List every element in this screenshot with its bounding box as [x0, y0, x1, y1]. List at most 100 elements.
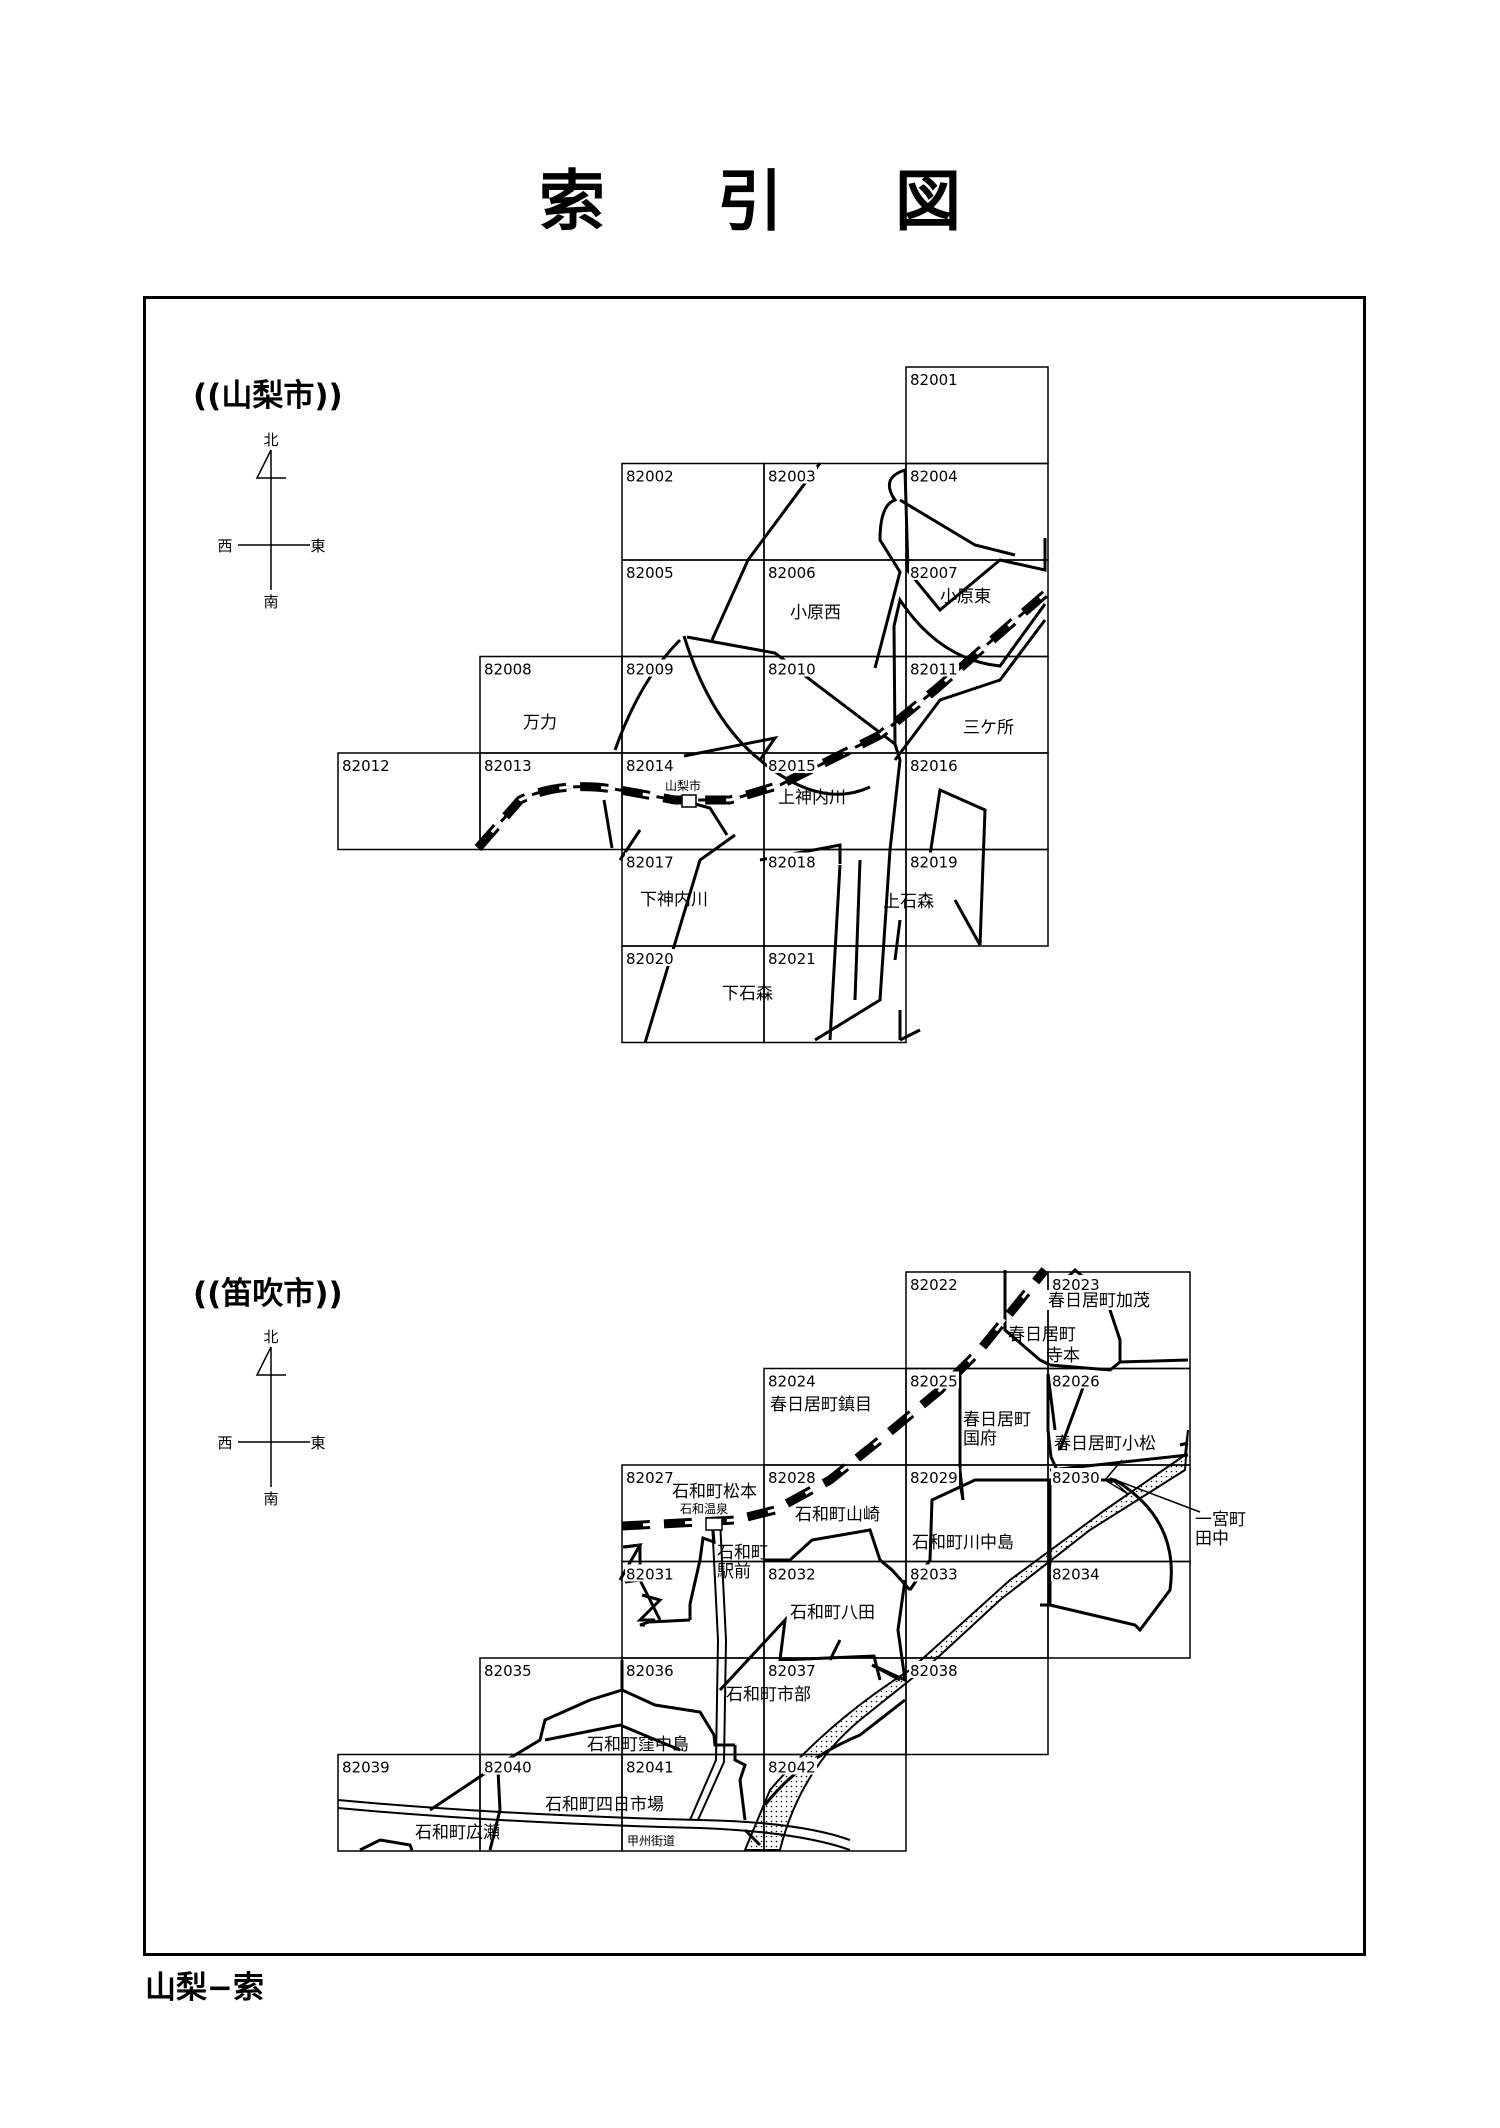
grid-cell-code-bg	[625, 466, 675, 484]
river-fuefuki	[743, 1429, 1189, 1851]
grid-cell-code: 82040	[484, 1759, 532, 1777]
grid-cell-code: 82007	[910, 564, 958, 582]
grid-cell-code-bg	[767, 1468, 817, 1485]
grid-cell-code-bg	[483, 756, 533, 773]
map-frame	[143, 296, 1366, 1956]
grid-cell-code: 82027	[626, 1469, 674, 1487]
grid-cell[interactable]	[763, 945, 907, 1044]
railway-line-inner	[476, 592, 1046, 849]
grid-cell-code: 82038	[910, 1662, 958, 1680]
grid-cell-code: 82021	[768, 950, 816, 968]
title-char: 引	[717, 163, 783, 240]
grid-cell-code-bg	[625, 1661, 675, 1678]
compass-rose: 北 南 西 東	[217, 431, 325, 611]
place-label: 駅前	[717, 1562, 751, 1582]
grid-cell-code: 82032	[768, 1566, 816, 1584]
place-label: 甲州街道	[627, 1834, 675, 1848]
grid-cell-code: 82041	[626, 1759, 674, 1777]
compass-south: 南	[263, 593, 278, 611]
grid-cell-code-bg	[625, 852, 675, 870]
railway-line	[621, 1267, 1049, 1531]
place-label: 石和町八田	[790, 1603, 875, 1623]
grid-cell-code-bg	[909, 659, 959, 677]
grid-cell-code: 82026	[1052, 1373, 1100, 1391]
grid-cell-code-bg	[767, 466, 817, 484]
place-label: 石和町市部	[726, 1685, 811, 1705]
grid-cell-code-bg	[909, 370, 959, 387]
grid-cell-code: 82037	[768, 1662, 816, 1680]
road-koshu-kaido	[337, 1799, 851, 1841]
grid-cell-code-bg	[909, 563, 959, 580]
compass-north: 北	[263, 1328, 278, 1346]
grid-cell-code-bg	[767, 659, 817, 677]
grid-cell-code-bg	[909, 1468, 959, 1485]
grid-cell[interactable]	[905, 1657, 1049, 1756]
compass-west: 西	[217, 537, 232, 555]
place-label: 石和町川中島	[912, 1533, 1014, 1553]
place-label: 万力	[523, 713, 557, 733]
place-label: 小原東	[940, 587, 991, 607]
page-title: 索引図	[0, 148, 1500, 244]
grid-cell[interactable]	[905, 848, 1049, 947]
place-label: 寺本	[1046, 1346, 1080, 1366]
grid-cell[interactable]	[763, 1753, 907, 1852]
grid-cell-code: 82005	[626, 564, 674, 582]
grid-cell-code-bg	[909, 1275, 959, 1292]
grid-cell-code-bg	[1051, 1371, 1101, 1389]
place-label: 春日居町小松	[1054, 1434, 1156, 1454]
grid-cell-code-bg	[625, 659, 675, 677]
grid-cell-code-bg	[1051, 1468, 1101, 1485]
place-label: 石和町四日市場	[545, 1795, 664, 1815]
grid-cell-code-bg	[767, 1661, 817, 1678]
grid-cell-code-bg	[625, 949, 675, 966]
grid-cell-code-bg	[767, 563, 817, 580]
compass-east: 東	[310, 537, 325, 555]
grid-cell[interactable]	[1047, 1560, 1191, 1659]
railway-line	[474, 590, 1048, 851]
grid-cell-code-bg	[625, 1564, 675, 1582]
grid-cell-code: 82006	[768, 564, 816, 582]
grid-cell-code: 82013	[484, 757, 532, 775]
road-vertical-edge	[697, 1519, 728, 1821]
grid-cell-code-bg	[909, 852, 959, 870]
grid-cell-code: 82012	[342, 757, 390, 775]
place-label: 三ケ所	[963, 718, 1014, 738]
railway-line-inner	[621, 1269, 1047, 1528]
grid-cell-code-bg	[767, 1757, 817, 1775]
grid-cell-code: 82003	[768, 468, 816, 486]
grid-cell-code: 82023	[1052, 1276, 1100, 1294]
grid-cell-code: 82019	[910, 854, 958, 872]
compass-rose: 北 南 西 東	[217, 1328, 325, 1508]
grid-cell-code: 82031	[626, 1566, 674, 1584]
place-label: 一宮町	[1195, 1510, 1246, 1530]
grid-cell-code: 82009	[626, 661, 674, 679]
place-label: 下神内川	[640, 890, 708, 910]
grid-cell-code-bg	[341, 756, 391, 773]
place-label: 山梨市	[665, 778, 701, 793]
grid-cell-code-bg	[909, 1564, 959, 1582]
grid-cell-code: 82004	[910, 468, 958, 486]
place-labels-yamanashi: 小原西 小原東 万力 三ケ所 山梨市 上神内川 下神内川 上石森 下石森	[523, 587, 1014, 1004]
grid-cell-code-bg	[767, 756, 817, 773]
grid-cell-code-bg	[909, 1371, 959, 1389]
title-char: 図	[895, 163, 961, 240]
place-label: 石和温泉	[680, 1502, 728, 1516]
place-label: 下石森	[722, 984, 773, 1004]
section-label-fuefuki: ((笛吹市))	[193, 1276, 343, 1312]
place-label: 石和町松本	[672, 1482, 757, 1502]
grid-cell-code: 82001	[910, 371, 958, 389]
grid-cell-code: 82022	[910, 1276, 958, 1294]
road-koshu-kaido-edge	[337, 1807, 851, 1851]
grid-cell-code: 82042	[768, 1759, 816, 1777]
place-label: 石和町窪中島	[587, 1735, 689, 1755]
grid-cell-code: 82033	[910, 1566, 958, 1584]
place-label: 春日居町	[963, 1410, 1031, 1430]
place-label: 石和町	[717, 1543, 768, 1563]
station-marker	[705, 1517, 723, 1531]
place-label: 石和町山崎	[795, 1505, 880, 1525]
grid-cell-code-bg	[625, 1468, 675, 1485]
place-label: 国府	[963, 1429, 997, 1449]
place-label: 春日居町	[1008, 1325, 1076, 1345]
